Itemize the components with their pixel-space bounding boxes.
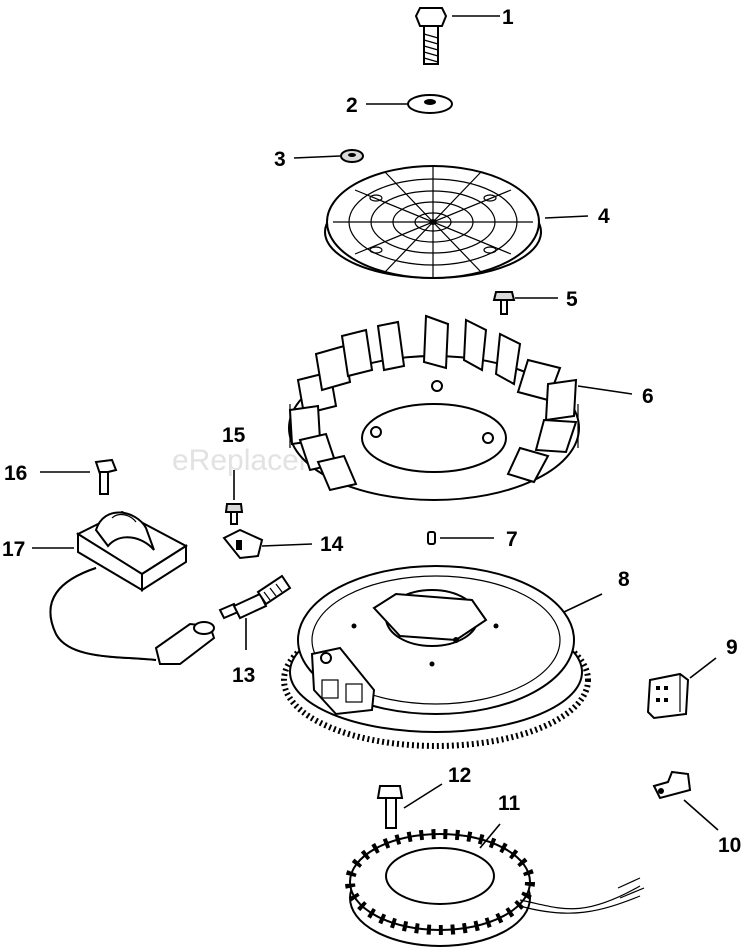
screw-icon <box>492 291 516 315</box>
ignition-module-icon <box>49 510 216 665</box>
callout-6: 6 <box>642 385 654 408</box>
bolt-icon <box>414 7 448 65</box>
callout-12: 12 <box>448 764 471 787</box>
callout-5: 5 <box>566 288 578 311</box>
callout-2: 2 <box>346 94 358 117</box>
connector-icon <box>646 672 690 720</box>
clip-icon <box>222 528 264 560</box>
callout-7: 7 <box>506 528 518 551</box>
screw-icon <box>224 503 244 525</box>
screen-icon <box>324 165 542 279</box>
callout-1: 1 <box>502 6 514 29</box>
callout-8: 8 <box>618 568 630 591</box>
spark-plug-icon <box>218 574 292 620</box>
leader-lines <box>32 15 719 849</box>
callout-9: 9 <box>726 636 738 659</box>
fan-icon <box>288 314 580 501</box>
callout-15: 15 <box>222 424 246 447</box>
bolt-icon <box>376 785 404 829</box>
washer-icon <box>407 94 453 114</box>
clip-icon <box>652 770 692 800</box>
callout-14: 14 <box>320 533 344 556</box>
callout-3: 3 <box>274 148 286 171</box>
callout-11: 11 <box>498 792 521 815</box>
callouts: 1 2 3 4 5 6 7 8 9 10 11 12 13 14 15 16 1… <box>2 6 741 857</box>
callout-10: 10 <box>718 834 741 857</box>
stator-icon <box>345 829 645 947</box>
nut-icon <box>340 149 364 163</box>
callout-16: 16 <box>4 462 27 485</box>
key-icon <box>427 531 436 545</box>
bolt-icon <box>94 458 118 495</box>
callout-17: 17 <box>2 538 25 561</box>
callout-13: 13 <box>232 664 255 687</box>
flywheel-icon <box>281 565 591 749</box>
callout-4: 4 <box>598 205 610 228</box>
